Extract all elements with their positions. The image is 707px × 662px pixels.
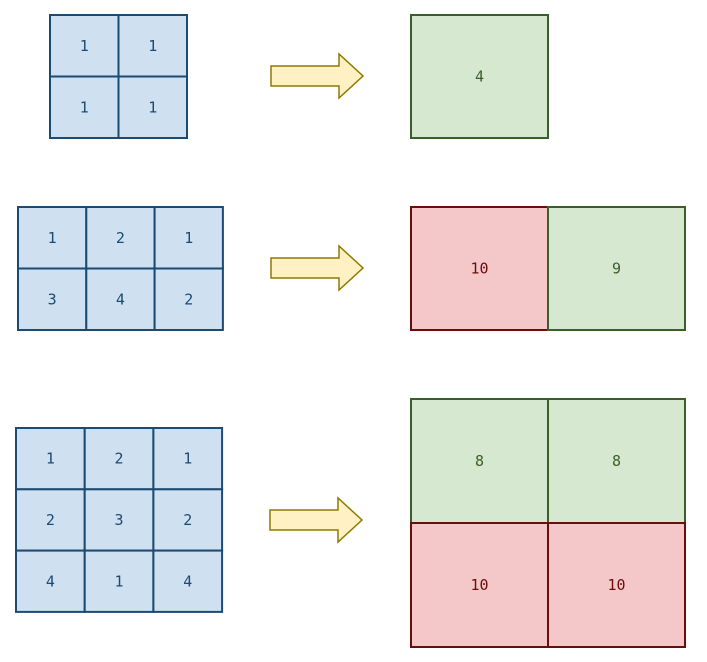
arrow-3 [269, 496, 364, 544]
input-cell-value: 1 [148, 98, 157, 116]
output-grid-2: 10 9 [410, 206, 686, 331]
input-cell-value: 2 [183, 511, 192, 529]
input-cell-box [83, 549, 155, 613]
input-cell-box [152, 427, 224, 491]
output-cell-red-box [410, 522, 549, 648]
output-cell-red-box [410, 206, 549, 331]
input-cell-value: 4 [46, 572, 55, 590]
output-grid-1: 4 [410, 14, 549, 139]
output-cell-green: 8 [410, 398, 549, 524]
input-cell-value: 1 [48, 229, 57, 247]
input-cell: 1 [17, 206, 88, 270]
input-cell-box [49, 14, 120, 78]
input-cell-value: 2 [184, 290, 193, 308]
output-cell-green-value: 9 [612, 260, 621, 278]
output-cell-red-box [547, 522, 686, 648]
input-cell-box [153, 206, 224, 270]
output-cell-green-box [410, 14, 549, 139]
input-cell-box [152, 488, 224, 552]
input-cell-box [15, 549, 86, 613]
input-cell-value: 2 [115, 450, 124, 468]
output-cell-green: 9 [547, 206, 686, 331]
arrow-right-icon [270, 52, 365, 100]
input-cell-box [117, 14, 188, 78]
input-cell: 1 [153, 206, 224, 270]
input-cell: 4 [152, 549, 224, 613]
input-cell-box [15, 488, 86, 552]
output-cell-green-box [547, 398, 686, 524]
input-cell: 1 [49, 75, 120, 139]
output-grid-3: 8 8 10 10 [410, 398, 686, 648]
input-cell-value: 4 [116, 290, 125, 308]
input-cell: 2 [15, 488, 86, 552]
input-cell-value: 1 [80, 37, 89, 55]
input-cell-value: 1 [148, 37, 157, 55]
input-cell-value: 2 [116, 229, 125, 247]
arrow-right-icon [269, 496, 364, 544]
output-cell-green-box [547, 206, 686, 331]
input-grid-2: 1 2 1 3 4 2 [17, 206, 224, 331]
input-cell-value: 1 [115, 572, 124, 590]
input-cell: 4 [85, 267, 156, 331]
input-cell: 2 [152, 488, 224, 552]
input-cell-box [152, 549, 224, 613]
input-grid-1: 1 1 1 1 [49, 14, 188, 139]
input-cell: 2 [85, 206, 156, 270]
input-cell-box [17, 267, 88, 331]
input-cell-box [85, 267, 156, 331]
input-cell-box [15, 427, 86, 491]
input-cell: 3 [83, 488, 155, 552]
input-cell-value: 4 [183, 572, 192, 590]
input-cell: 1 [152, 427, 224, 491]
input-cell-value: 1 [184, 229, 193, 247]
output-cell-red-value: 10 [470, 576, 488, 594]
input-cell-value: 1 [183, 450, 192, 468]
arrow-2 [270, 244, 365, 292]
output-cell-green: 4 [410, 14, 549, 139]
input-cell: 1 [15, 427, 86, 491]
input-cell: 1 [117, 75, 188, 139]
output-cell-red-value: 10 [607, 576, 625, 594]
input-cell-value: 2 [46, 511, 55, 529]
output-cell-red: 10 [547, 522, 686, 648]
output-cell-green-box [410, 398, 549, 524]
input-cell: 1 [117, 14, 188, 78]
input-cell: 3 [17, 267, 88, 331]
input-cell-value: 3 [115, 511, 124, 529]
input-cell-box [17, 206, 88, 270]
input-cell-value: 1 [80, 98, 89, 116]
input-cell-value: 3 [48, 290, 57, 308]
input-grid-3: 1 2 1 2 3 2 4 1 4 [15, 427, 224, 613]
input-cell: 1 [49, 14, 120, 78]
output-cell-red-value: 10 [470, 260, 488, 278]
input-cell-box [49, 75, 120, 139]
output-cell-green-value: 4 [475, 68, 484, 86]
output-cell-green-value: 8 [612, 452, 621, 470]
arrow-right-icon [270, 244, 365, 292]
input-cell: 4 [15, 549, 86, 613]
output-cell-green: 8 [547, 398, 686, 524]
output-cell-red: 10 [410, 206, 549, 331]
output-cell-green-value: 8 [475, 452, 484, 470]
arrow-1 [270, 52, 365, 100]
output-cell-red: 10 [410, 522, 549, 648]
input-cell-box [117, 75, 188, 139]
input-cell: 1 [83, 549, 155, 613]
input-cell-box [153, 267, 224, 331]
input-cell-value: 1 [46, 450, 55, 468]
input-cell: 2 [153, 267, 224, 331]
input-cell: 2 [83, 427, 155, 491]
